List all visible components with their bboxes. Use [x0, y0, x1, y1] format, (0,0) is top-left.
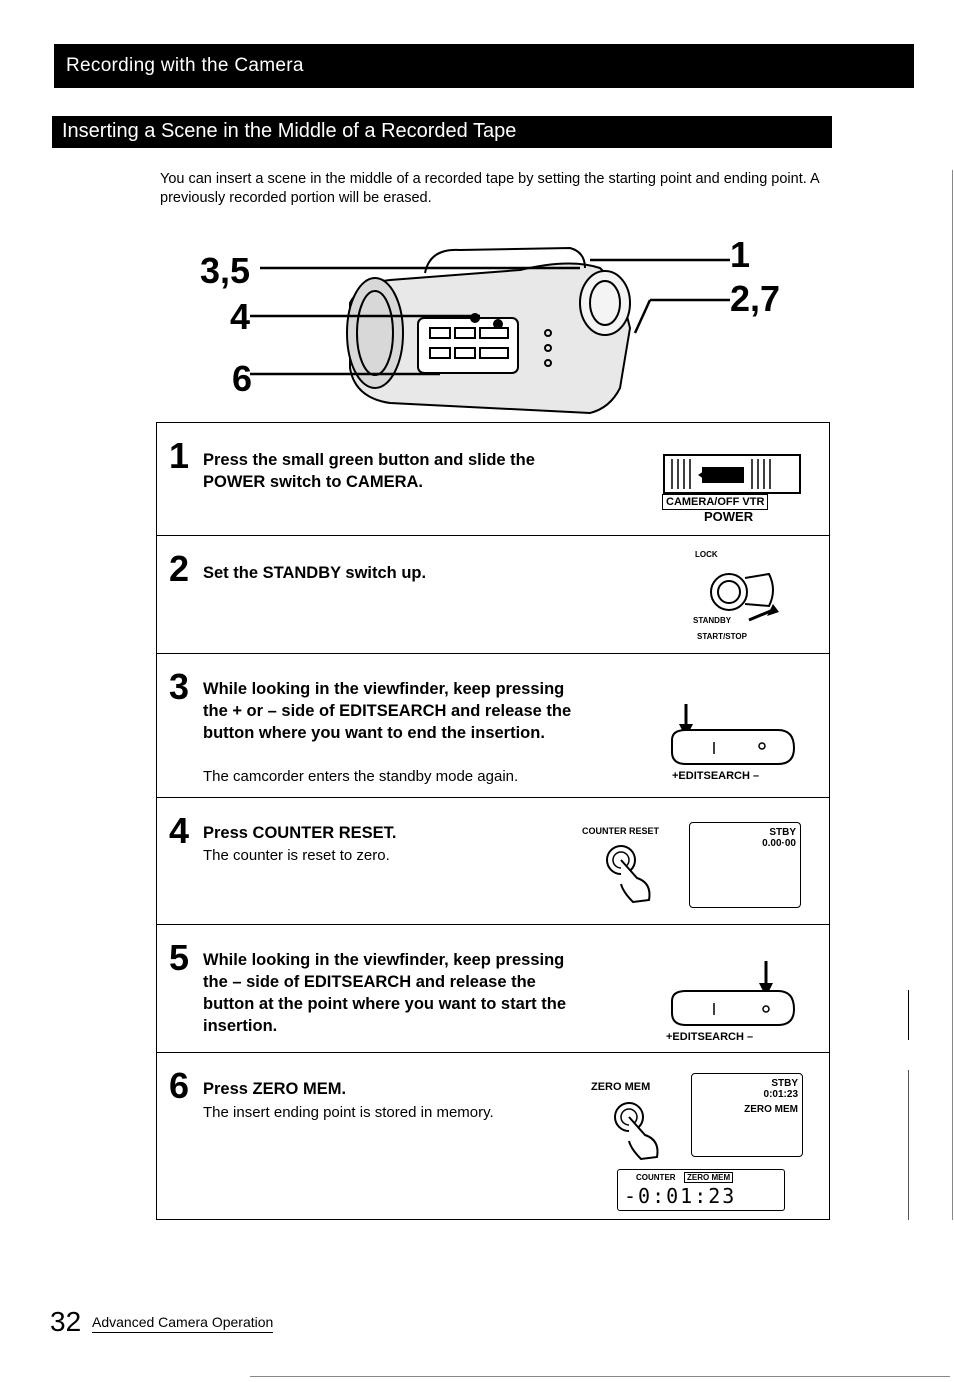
step-note: The insert ending point is stored in mem… — [203, 1104, 494, 1121]
steps-table: 1 Press the small green button and slide… — [156, 422, 830, 1220]
change-bar — [908, 1070, 909, 1220]
power-switch-icon — [663, 454, 801, 494]
editsearch-label: +EDITSEARCH – — [672, 770, 760, 782]
step-note: The counter is reset to zero. — [203, 847, 390, 864]
lock-label: LOCK — [695, 550, 718, 559]
step-number: 3 — [169, 666, 190, 707]
lcd-panel: COUNTER ZERO MEM -0:01:23 — [617, 1169, 785, 1211]
step-title: Press COUNTER RESET. — [203, 824, 397, 842]
hand-press-icon — [606, 845, 651, 904]
counter-readout: 0:01:23 — [763, 1089, 798, 1100]
section-title: Recording with the Camera — [66, 55, 304, 76]
step-5: 5 While looking in the viewfinder, keep … — [157, 925, 829, 1053]
standby-switch-icon — [710, 572, 779, 622]
camcorder-illustration — [250, 246, 730, 415]
camcorder-figure: 3,5 4 6 1 2,7 — [190, 228, 800, 418]
intro-paragraph: You can insert a scene in the middle of … — [160, 171, 819, 206]
callout-3-5: 3,5 — [200, 250, 251, 291]
step-6: 6 Press ZERO MEM. The insert ending poin… — [157, 1053, 829, 1221]
step-number: 1 — [169, 435, 190, 476]
viewfinder-display-step6: STBY 0:01:23 ZERO MEM — [691, 1073, 803, 1157]
step-3: 3 While looking in the viewfinder, keep … — [157, 654, 829, 798]
step-number: 4 — [169, 810, 190, 851]
callout-4: 4 — [230, 296, 251, 337]
callout-2-7: 2,7 — [730, 278, 781, 319]
step-4: 4 Press COUNTER RESET. The counter is re… — [157, 798, 829, 925]
editsearch-icon — [671, 704, 796, 765]
lcd-zero-mem-label: ZERO MEM — [684, 1172, 734, 1183]
start-stop-label: START/STOP — [697, 632, 747, 641]
step-2: 2 Set the STANDBY switch up. LOCK STANDB… — [157, 536, 829, 654]
lcd-counter-label: COUNTER — [636, 1173, 676, 1182]
step-title: Press the small green button and slide t… — [203, 451, 535, 491]
change-bar — [908, 990, 909, 1040]
editsearch-illustration-end: +EDITSEARCH – — [662, 704, 802, 794]
editsearch-label: +EDITSEARCH – — [666, 1031, 754, 1043]
hand-press-icon — [614, 1102, 659, 1161]
standby-label: STANDBY — [693, 616, 732, 625]
subsection-header-bar: Inserting a Scene in the Middle of a Rec… — [52, 116, 832, 148]
stby-indicator: STBY — [769, 827, 796, 838]
step-1: 1 Press the small green button and slide… — [157, 423, 829, 536]
power-switch-positions: CAMERA/OFF VTR — [662, 494, 769, 510]
bottom-rule — [250, 1376, 950, 1377]
power-label: POWER — [704, 509, 754, 524]
zero-mem-label: ZERO MEM — [591, 1081, 651, 1093]
callout-1: 1 — [730, 234, 751, 275]
lcd-counter-digits: -0:01:23 — [624, 1184, 737, 1208]
step-title: Press ZERO MEM. — [203, 1080, 347, 1098]
callout-6: 6 — [232, 358, 253, 399]
step-title: Set the STANDBY switch up. — [203, 564, 427, 582]
step-note: The camcorder enters the standby mode ag… — [203, 768, 519, 785]
subsection-title: Inserting a Scene in the Middle of a Rec… — [62, 120, 517, 142]
section-header-bar: Recording with the Camera — [54, 44, 914, 88]
page-number: 32 — [50, 1306, 82, 1337]
stby-indicator: STBY — [771, 1078, 798, 1089]
power-switch-illustration: CAMERA/OFF VTR POWER — [662, 453, 802, 524]
counter-reset-label: COUNTER RESET — [582, 826, 660, 836]
step-title: While looking in the viewfinder, keep pr… — [203, 680, 572, 742]
step-number: 5 — [169, 937, 190, 978]
margin-rule — [952, 170, 953, 1220]
step-number: 6 — [169, 1065, 190, 1106]
standby-switch-illustration: LOCK STANDBY START/STOP — [687, 550, 797, 646]
step-number: 2 — [169, 548, 190, 589]
counter-readout: 0.00·00 — [762, 838, 796, 849]
footer-section: Advanced Camera Operation — [92, 1314, 274, 1333]
zero-mem-indicator: ZERO MEM — [744, 1104, 798, 1115]
editsearch-icon — [671, 961, 796, 1026]
editsearch-illustration-start: +EDITSEARCH – — [662, 961, 802, 1051]
viewfinder-display-step4: STBY 0.00·00 — [689, 822, 801, 908]
step-title: While looking in the viewfinder, keep pr… — [203, 951, 566, 1035]
